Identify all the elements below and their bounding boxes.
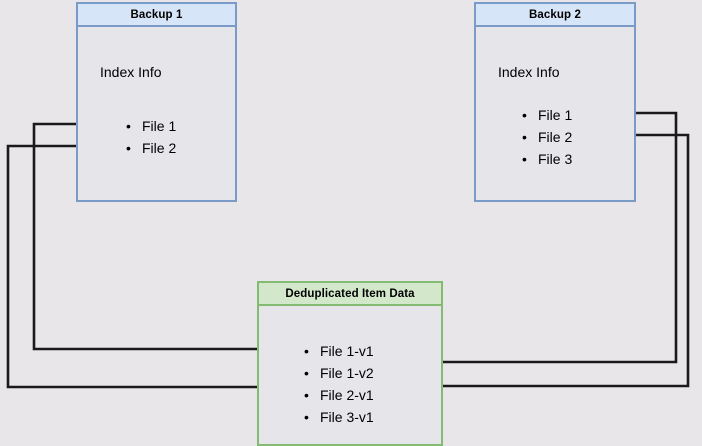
backup-2-title: Backup 2 (476, 4, 634, 27)
list-item[interactable]: File 1-v2 (304, 362, 374, 384)
list-item[interactable]: File 1-v1 (304, 340, 374, 362)
deduplicated-item-data-box[interactable]: Deduplicated Item Data File 1-v1 File 1-… (257, 281, 443, 446)
list-item[interactable]: File 2 (522, 126, 572, 148)
backup-1-box[interactable]: Backup 1 Index Info File 1 File 2 (76, 2, 237, 202)
backup-2-index-info-label: Index Info (498, 64, 560, 80)
backup-1-title: Backup 1 (78, 4, 235, 27)
list-item[interactable]: File 3 (522, 148, 572, 170)
backup-2-file-list: File 1 File 2 File 3 (522, 104, 572, 170)
backup-2-box[interactable]: Backup 2 Index Info File 1 File 2 File 3 (474, 2, 636, 202)
dedup-item-list: File 1-v1 File 1-v2 File 2-v1 File 3-v1 (304, 340, 374, 428)
backup-1-file-list: File 1 File 2 (126, 115, 176, 159)
backup-2-body: Index Info File 1 File 2 File 3 (476, 27, 634, 200)
list-item[interactable]: File 2-v1 (304, 384, 374, 406)
list-item[interactable]: File 3-v1 (304, 406, 374, 428)
deduplicated-item-data-body: File 1-v1 File 1-v2 File 2-v1 File 3-v1 (259, 306, 441, 444)
list-item[interactable]: File 2 (126, 137, 176, 159)
list-item[interactable]: File 1 (522, 104, 572, 126)
backup-1-body: Index Info File 1 File 2 (78, 27, 235, 200)
list-item[interactable]: File 1 (126, 115, 176, 137)
backup-1-index-info-label: Index Info (100, 64, 162, 80)
deduplicated-item-data-title: Deduplicated Item Data (259, 283, 441, 306)
